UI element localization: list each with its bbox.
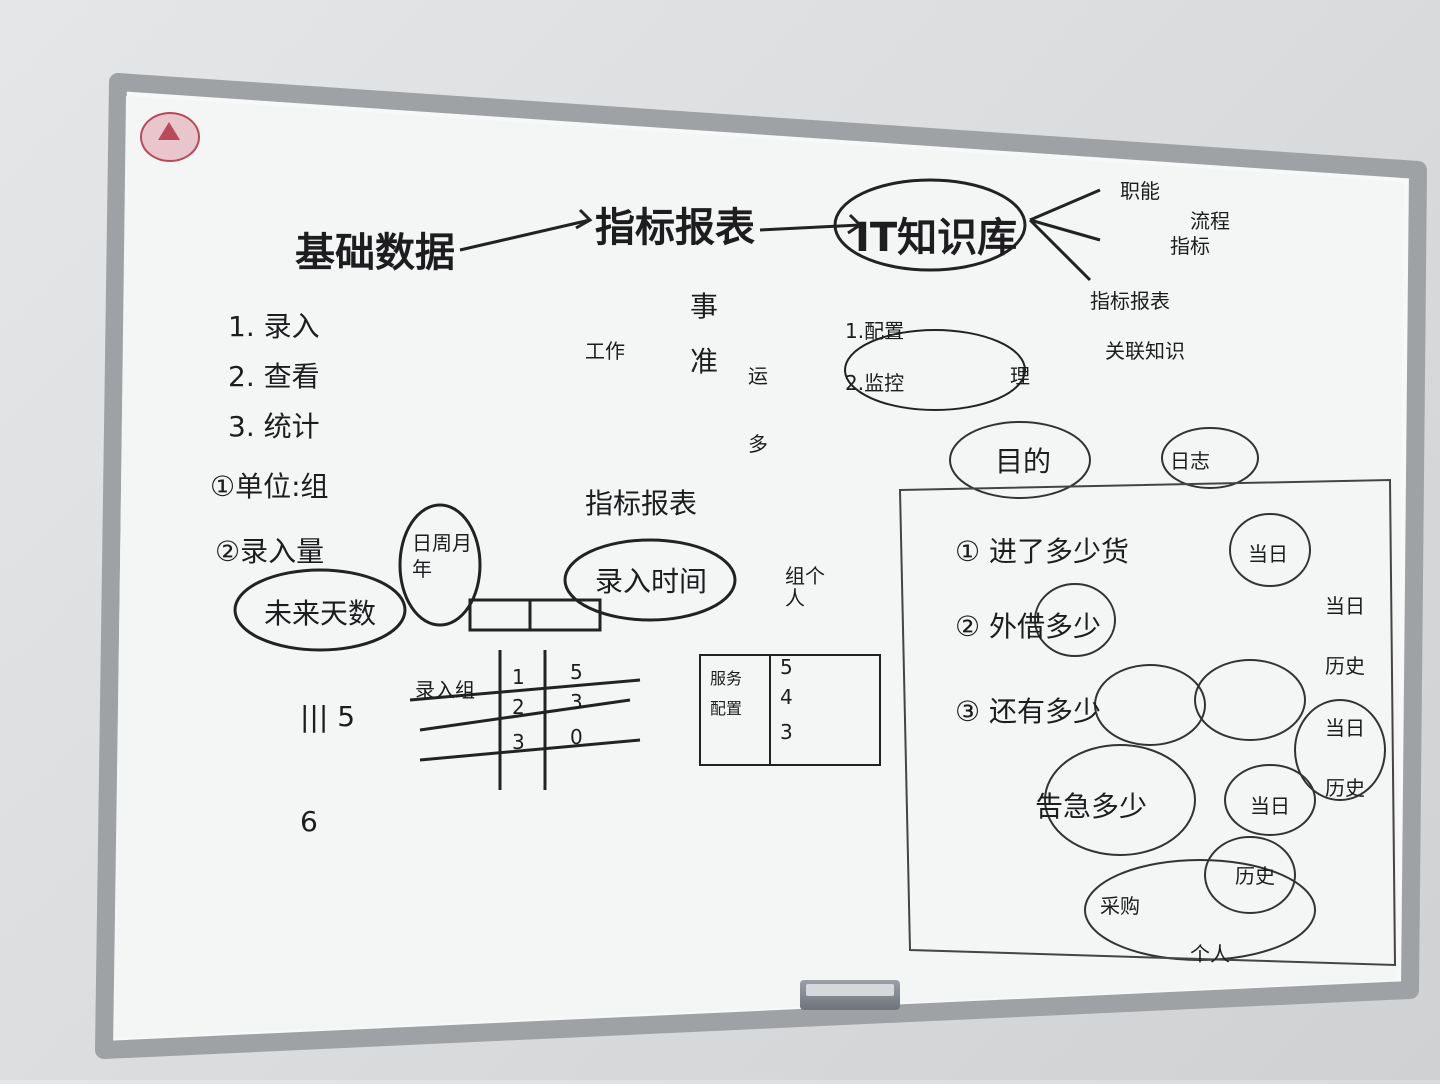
- bubble-7: [1034, 583, 1116, 657]
- goal-bubble-8: 采购: [1100, 894, 1140, 918]
- period-text: 日周月年: [412, 531, 472, 581]
- left-list-2: 2. 查看: [228, 360, 320, 393]
- bubble-1: [1229, 513, 1311, 587]
- future-ellipse: [233, 568, 407, 652]
- left-list-5: ②录入量: [215, 535, 325, 568]
- bubble-4: [1224, 764, 1316, 836]
- arrow-head-2: [847, 213, 863, 235]
- center-box-2: 2.监控: [845, 371, 905, 395]
- right-top-2: 流程: [1190, 209, 1230, 233]
- mini-value-2: 4: [780, 685, 793, 709]
- bubble-3: [1294, 699, 1386, 801]
- arrow-2: [759, 223, 861, 232]
- right-list-3: 日志: [1170, 449, 1210, 473]
- magnet-logo: [140, 112, 200, 162]
- group-text: 组个人: [785, 564, 825, 610]
- center-right-mark: 理: [1010, 364, 1030, 388]
- goal-bubble-7: 历史: [1235, 864, 1275, 888]
- goal-ellipse: [949, 421, 1091, 499]
- bubble-8: [1094, 664, 1206, 746]
- center-prefix: 工作: [585, 339, 625, 363]
- log-ellipse: [1161, 427, 1259, 489]
- table-line-3: [419, 738, 641, 762]
- center-left-mark: 运: [748, 364, 768, 388]
- goal-bubble-6: 当日: [1250, 794, 1290, 818]
- center-branch-b: 准: [690, 345, 719, 378]
- goal-item-1: ① 进了多少货: [955, 535, 1130, 568]
- it-kb-ellipse: [833, 178, 1027, 272]
- small-box: [468, 598, 602, 632]
- record-ellipse: [563, 538, 737, 622]
- table-value-5: 3: [512, 730, 525, 754]
- table-value-6: 0: [570, 725, 583, 749]
- left-list-3: 3. 统计: [228, 410, 320, 443]
- center-branch-a: 事: [690, 290, 719, 323]
- box-group-ellipse: [844, 329, 1026, 411]
- center-box-1: 1.配置: [845, 319, 905, 343]
- goal-item-4: 告急多少: [1035, 790, 1148, 823]
- right-top-3: 指标: [1170, 234, 1210, 258]
- right-top-1: 职能: [1120, 179, 1160, 203]
- goal-title: 目的: [995, 445, 1052, 478]
- goal-bubble-3: 历史: [1325, 654, 1365, 678]
- bubble-2: [1194, 659, 1306, 741]
- arrow-1: [459, 218, 591, 252]
- title-flow-1: 基础数据: [295, 230, 455, 276]
- mini-row-2: 配置: [710, 699, 743, 718]
- center-mid-left: 多: [748, 432, 768, 456]
- mini-value-1: 5: [780, 655, 793, 679]
- tally-sub: 6: [300, 805, 318, 838]
- period-ellipse: [398, 503, 482, 627]
- goal-bubble-9: 个人: [1190, 942, 1230, 966]
- table-value-3: 2: [512, 695, 525, 719]
- goal-bubble-4: 当日: [1325, 716, 1365, 740]
- table-value-1: 1: [512, 665, 525, 689]
- right-list-1: 指标报表: [1090, 289, 1170, 313]
- goal-bubble-5: 历史: [1325, 776, 1365, 800]
- left-list-4: ①单位:组: [210, 470, 329, 503]
- table-value-4: 3: [570, 690, 583, 714]
- report-title: 指标报表: [585, 487, 698, 520]
- right-list-2: 关联知识: [1105, 339, 1185, 363]
- goal-item-3: ③ 还有多少: [955, 695, 1102, 728]
- mini-table: [699, 654, 881, 766]
- board-eraser[interactable]: [800, 980, 900, 1010]
- title-flow-2: 指标报表: [595, 205, 755, 251]
- goal-frame: [898, 478, 1397, 967]
- goal-bubble-1: 当日: [1248, 542, 1288, 566]
- table-label: 录入组: [415, 678, 475, 702]
- record-text: 录入时间: [595, 565, 708, 598]
- left-list-1: 1. 录入: [228, 310, 320, 343]
- future-text: 未来天数: [264, 597, 377, 630]
- goal-item-2: ② 外借多少: [955, 610, 1102, 643]
- bubble-6: [1084, 859, 1316, 961]
- title-flow-3: IT知识库: [855, 215, 1018, 261]
- table-value-2: 5: [570, 660, 583, 684]
- arrow-head-1: [575, 208, 593, 230]
- bubble-9: [1044, 744, 1196, 856]
- mini-value-3: 3: [780, 720, 793, 744]
- kb-lines: [1028, 188, 1101, 282]
- mini-row-1: 服务: [710, 669, 743, 688]
- tally-top: ||| 5: [300, 700, 356, 733]
- bubble-5: [1204, 836, 1296, 914]
- goal-bubble-2: 当日: [1325, 594, 1365, 618]
- board-surface: [114, 96, 1404, 1038]
- table-line-1: [409, 678, 641, 702]
- table-line-2: [419, 698, 631, 732]
